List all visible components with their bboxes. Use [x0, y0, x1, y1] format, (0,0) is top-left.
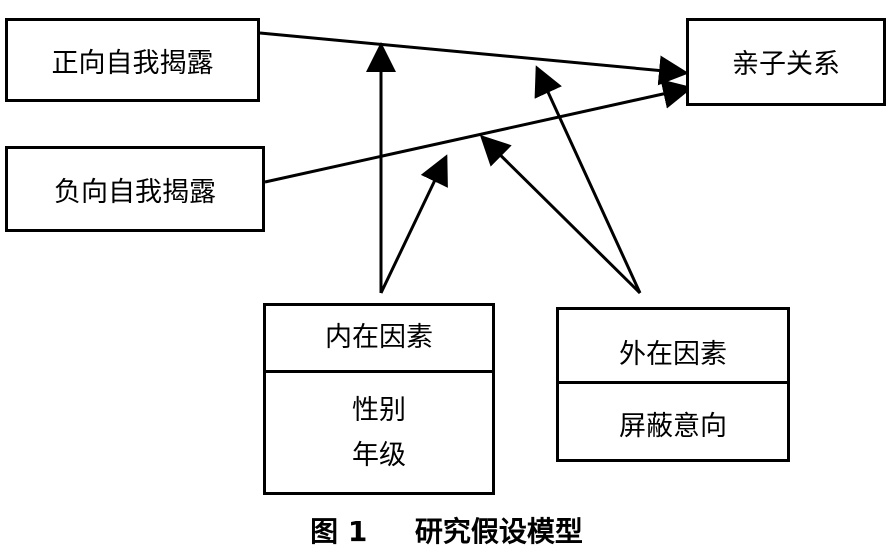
positive-to-relationship-arrow [259, 31, 689, 86]
internal-factors-title: 内在因素 [325, 322, 433, 353]
internal-factor-item: 年级 [352, 440, 406, 471]
internal-factors-divider [266, 370, 492, 373]
external-factors-divider [559, 381, 787, 384]
external-moderates-negative-arrow [479, 134, 642, 295]
external-factors-box: 外在因素 屏蔽意向 [556, 307, 790, 462]
external-moderates-positive-arrow [534, 65, 642, 294]
parent-child-relationship-box: 亲子关系 [686, 18, 886, 106]
positive-disclosure-box: 正向自我揭露 [5, 18, 260, 102]
negative-to-relationship-arrow [264, 79, 693, 184]
positive-disclosure-label: 正向自我揭露 [51, 48, 214, 79]
figure-title: 研究假设模型 [414, 515, 583, 548]
figure-caption: 图 1 研究假设模型 [0, 510, 893, 550]
internal-factor-item: 性别 [352, 395, 406, 426]
parent-child-relationship-label: 亲子关系 [732, 49, 840, 80]
negative-disclosure-label: 负向自我揭露 [54, 177, 216, 208]
negative-disclosure-box: 负向自我揭露 [5, 146, 265, 232]
internal-factors-box: 内在因素 性别 年级 [263, 303, 495, 495]
external-factors-title: 外在因素 [619, 339, 727, 370]
figure-number: 图 1 [310, 515, 368, 548]
external-factor-item: 屏蔽意向 [619, 411, 727, 442]
internal-moderates-negative-arrow [379, 154, 448, 294]
